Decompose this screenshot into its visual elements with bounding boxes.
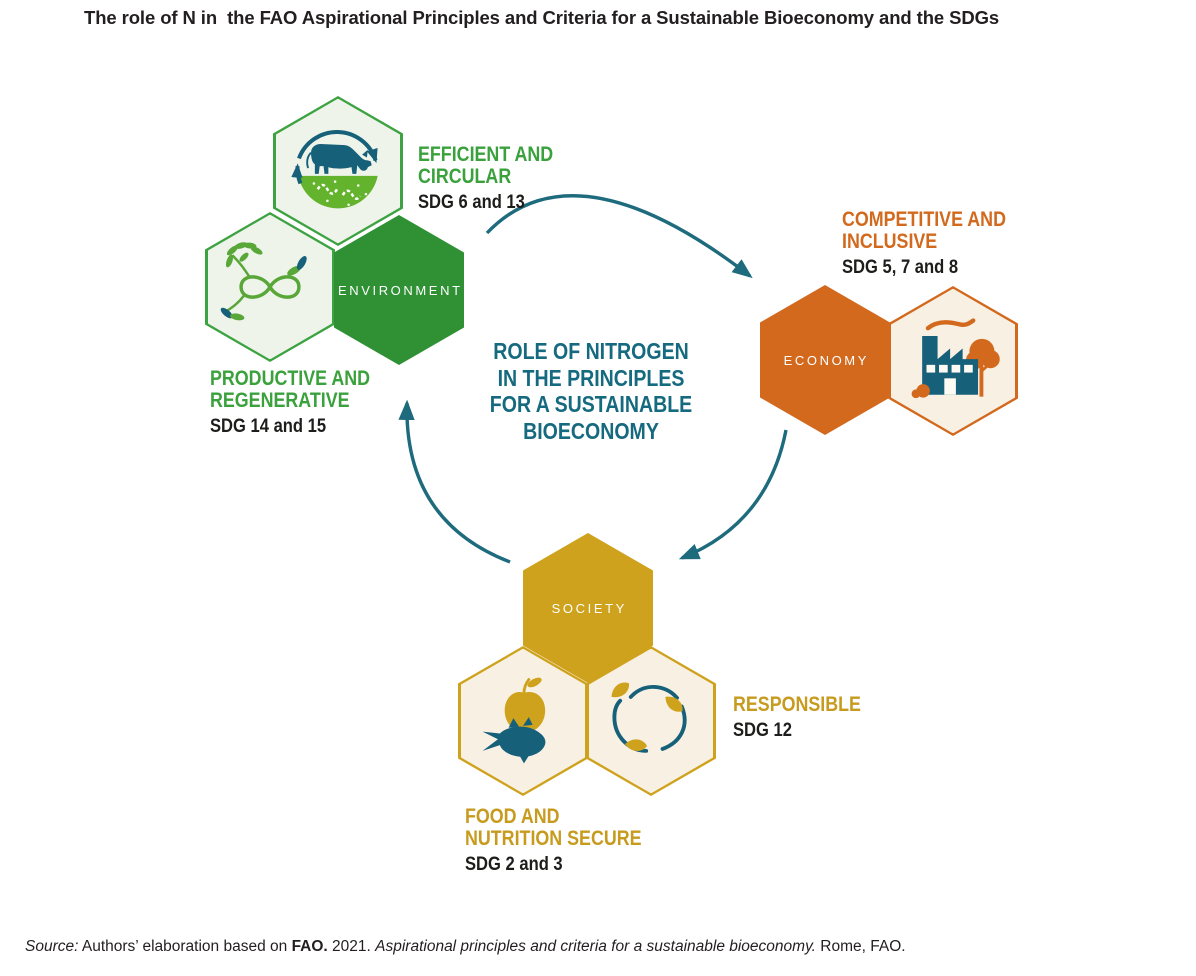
- source-line: Source: Authors’ elaboration based on FA…: [25, 938, 906, 956]
- caption-label: COMPETITIVE AND INCLUSIVE: [842, 208, 1006, 253]
- caption-food-nutrition: FOOD AND NUTRITION SECURE SDG 2 and 3: [465, 806, 642, 875]
- hex-environment: ENVIRONMENT: [334, 215, 464, 365]
- environment-label: ENVIRONMENT: [337, 282, 463, 298]
- caption-efficient-circular: EFFICIENT AND CIRCULAR SDG 6 and 13: [418, 144, 553, 213]
- caption-sdg: SDG 14 and 15: [210, 415, 327, 437]
- cow-grazing-circular-icon: [291, 130, 378, 209]
- hex-vine-icon-cell: [205, 212, 335, 362]
- bush: [911, 384, 930, 399]
- society-label: SOCIETY: [551, 600, 627, 616]
- source-work-title: Aspirational principles and criteria for…: [375, 938, 816, 955]
- caption-label: RESPONSIBLE: [733, 693, 861, 716]
- tree: [966, 338, 1000, 397]
- caption-sdg: SDG 6 and 13: [418, 191, 525, 213]
- hex-economy: ECONOMY: [760, 285, 890, 435]
- factory-icon: [911, 318, 1000, 399]
- cow-silhouette: [311, 144, 372, 174]
- caption-productive-regenerative: PRODUCTIVE AND REGENERATIVE SDG 14 and 1…: [210, 368, 370, 437]
- arrow-economy-to-society: [678, 429, 788, 560]
- fish: [482, 717, 546, 764]
- hex-society: SOCIETY: [523, 533, 653, 683]
- hex-cow-icon-cell: [273, 96, 403, 246]
- caption-sdg: SDG 2 and 3: [465, 853, 563, 875]
- source-fao: FAO.: [291, 938, 328, 955]
- center-label: ROLE OF NITROGEN IN THE PRINCIPLES FOR A…: [489, 338, 693, 444]
- figure-title: The role of N in the FAO Aspirational Pr…: [84, 7, 1000, 28]
- caption-sdg: SDG 12: [733, 719, 792, 741]
- caption-label: EFFICIENT AND CIRCULAR: [418, 143, 554, 188]
- caption-competitive-inclusive: COMPETITIVE AND INCLUSIVE SDG 5, 7 and 8: [842, 209, 1006, 278]
- apple-fish-icon: [482, 677, 546, 764]
- smoke: [925, 318, 976, 331]
- windows: [926, 364, 973, 395]
- economy-label: ECONOMY: [783, 352, 869, 368]
- caption-label: PRODUCTIVE AND REGENERATIVE: [210, 367, 370, 412]
- worms: [316, 183, 362, 200]
- source-seg1: Authors’ elaboration based on: [78, 938, 292, 955]
- soil-dots: [312, 180, 368, 206]
- caption-responsible: RESPONSIBLE SDG 12: [733, 694, 861, 741]
- caption-label: FOOD AND NUTRITION SECURE: [465, 805, 642, 850]
- infinity-vine-icon: [220, 242, 307, 321]
- hex-apple-fish-icon-cell: [458, 646, 588, 796]
- source-seg5: Rome, FAO.: [815, 938, 906, 955]
- factory-building: [922, 335, 979, 395]
- cycle-arcs: [612, 684, 687, 753]
- hex-leaf-cycle-fill: [588, 648, 714, 794]
- source-label: Source:: [25, 938, 79, 955]
- leaf-cluster: [225, 242, 263, 268]
- caption-sdg: SDG 5, 7 and 8: [842, 256, 959, 278]
- hex-factory-icon-cell: [888, 286, 1018, 436]
- grass-ground: [298, 175, 378, 209]
- cycle-leaves: [611, 682, 683, 751]
- source-seg3: 2021.: [327, 938, 376, 955]
- leaf-cycle-icon: [611, 682, 687, 753]
